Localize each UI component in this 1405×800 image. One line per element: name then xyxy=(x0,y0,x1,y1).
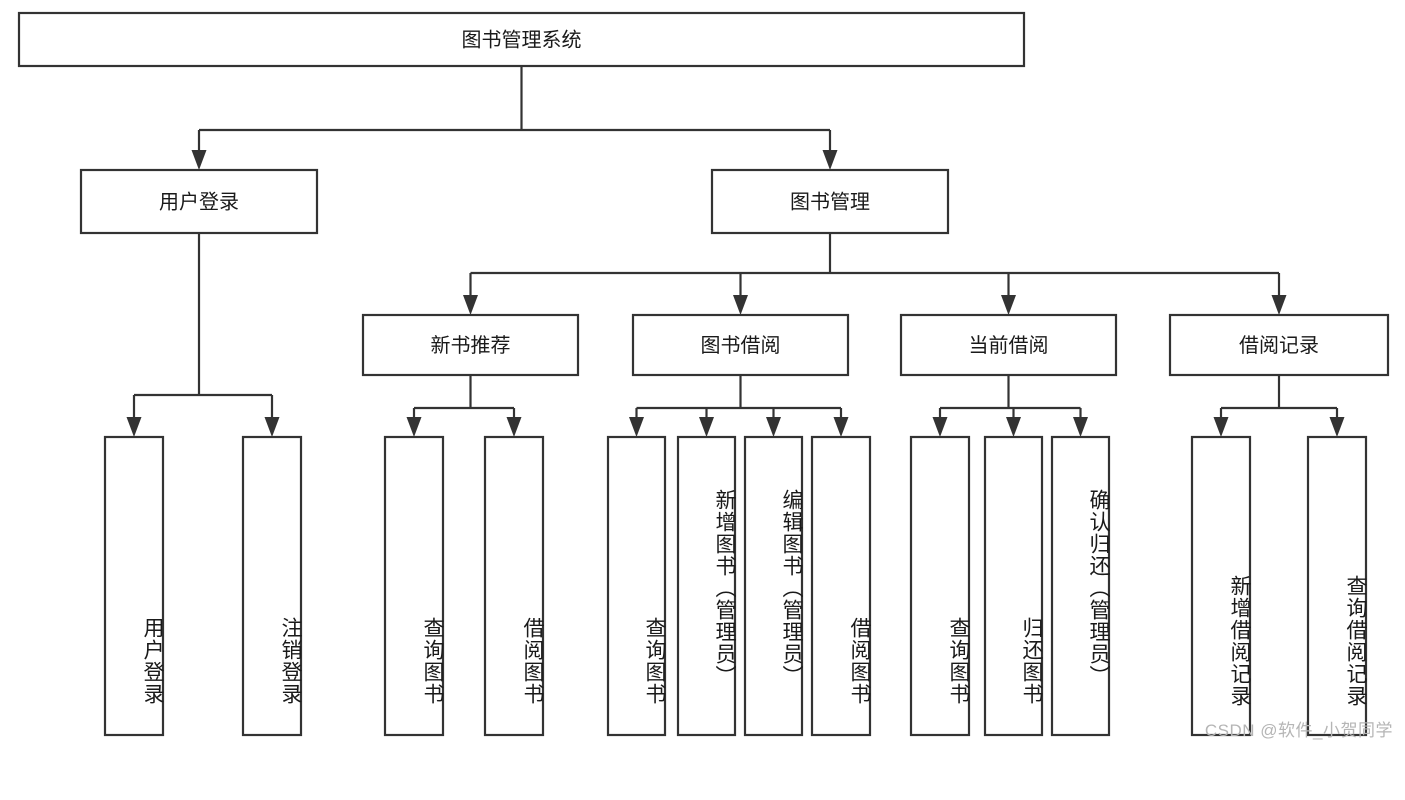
node-box-new-book-rec[interactable] xyxy=(361,313,580,377)
node-box-leaf-add-record[interactable] xyxy=(1190,435,1252,737)
arrow-head xyxy=(1271,295,1287,315)
node-box-leaf-borrow-book-2[interactable] xyxy=(810,435,872,737)
arrow-head xyxy=(1073,417,1088,437)
arrow-head xyxy=(629,417,644,437)
node-box-leaf-borrow-book-1[interactable] xyxy=(483,435,545,737)
node-box-user-login[interactable] xyxy=(79,168,319,235)
node-box-leaf-user-login[interactable] xyxy=(103,435,165,737)
node-box-borrow-record[interactable] xyxy=(1168,313,1390,377)
node-box-root[interactable] xyxy=(17,11,1026,68)
node-box-leaf-add-book[interactable] xyxy=(676,435,737,737)
node-label-current-borrow: 当前借阅 xyxy=(969,334,1049,357)
node-label-book-manage: 图书管理 xyxy=(790,191,870,214)
node-box-leaf-query-book-3[interactable] xyxy=(909,435,971,737)
connector-lines xyxy=(126,66,1345,437)
node-label-borrow-record: 借阅记录 xyxy=(1239,334,1319,357)
csdn-watermark: CSDN @软件_小贺同学 xyxy=(1204,721,1393,740)
node-box-book-borrow[interactable] xyxy=(631,313,850,377)
arrow-head xyxy=(932,417,948,437)
node-box-current-borrow[interactable] xyxy=(899,313,1118,377)
arrow-head xyxy=(1001,295,1016,315)
node-box-leaf-query-book-2[interactable] xyxy=(606,435,667,737)
node-box-leaf-query-book-1[interactable] xyxy=(383,435,445,737)
node-boxes xyxy=(17,11,1390,737)
diagram-canvas: 图书管理系统用户登录图书管理新书推荐图书借阅当前借阅借阅记录 用户登录注销登录查… xyxy=(17,11,1393,740)
arrow-head xyxy=(822,150,838,170)
node-box-leaf-logout[interactable] xyxy=(241,435,303,737)
node-box-leaf-query-record[interactable] xyxy=(1306,435,1368,737)
arrow-head xyxy=(264,417,280,437)
arrow-head xyxy=(833,417,849,437)
node-label-new-book-rec: 新书推荐 xyxy=(431,334,511,357)
node-box-leaf-return-book[interactable] xyxy=(983,435,1044,737)
node-label-user-login: 用户登录 xyxy=(159,191,239,214)
arrow-head xyxy=(191,150,207,170)
arrow-head xyxy=(733,295,748,315)
node-box-leaf-confirm-return[interactable] xyxy=(1050,435,1111,737)
arrow-head xyxy=(463,295,478,315)
arrow-head xyxy=(126,417,142,437)
arrow-head xyxy=(1213,417,1229,437)
arrow-head xyxy=(699,417,714,437)
arrow-head xyxy=(506,417,522,437)
arrow-head xyxy=(1006,417,1021,437)
arrow-head xyxy=(766,417,781,437)
arrow-head xyxy=(1329,417,1345,437)
node-box-leaf-edit-book[interactable] xyxy=(743,435,804,737)
node-label-book-borrow: 图书借阅 xyxy=(701,334,781,357)
arrow-head xyxy=(406,417,422,437)
node-label-root: 图书管理系统 xyxy=(462,29,582,52)
node-box-book-manage[interactable] xyxy=(710,168,950,235)
